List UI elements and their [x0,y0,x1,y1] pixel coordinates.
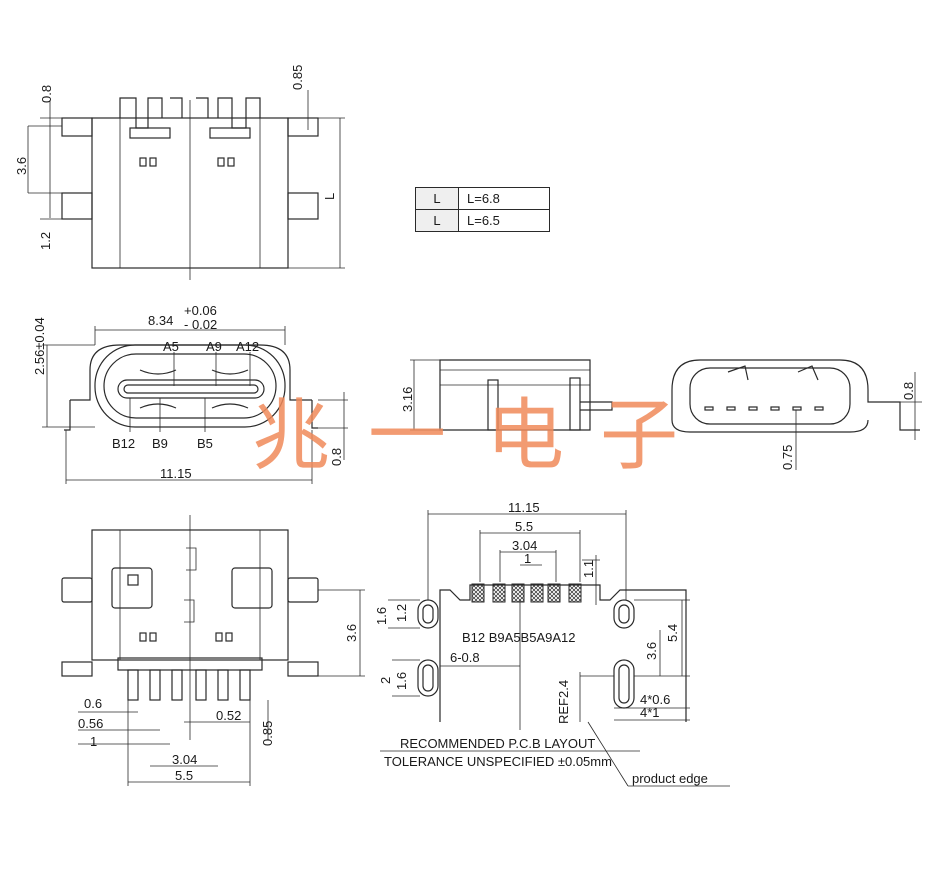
pcb-dim-4-1: 4*1 [640,705,660,720]
front-pin-a12: A12 [236,339,259,354]
watermark-char-1: 兆 [252,391,330,481]
bottom-dim-1: 1 [90,734,97,749]
pcb-tolerance-note: TOLERANCE UNSPECIFIED ±0.05mm [384,754,612,769]
front-dim-0-8: 0.8 [329,448,344,466]
rear-dim-0-75: 0.75 [780,445,795,470]
pcb-dim-1-6: 1.6 [374,607,389,625]
watermark-char-2: 一 [368,391,446,481]
bottom-dim-0-56: 0.56 [78,716,103,731]
top-dim-3-6: 3.6 [14,157,29,175]
pcb-dim-1-6b: 1.6 [394,672,409,690]
pcb-dim-2: 2 [378,677,393,684]
front-dim-11-15: 11.15 [160,466,192,481]
pcb-dim-ref2-4: REF2.4 [556,680,571,724]
front-pin-a9: A9 [206,339,222,354]
pcb-dim-6-0-8: 6-0.8 [450,650,480,665]
pcb-dim-11-15: 11.15 [508,500,540,515]
front-dim-tol-plus: +0.06 [184,303,217,318]
bottom-dim-3-6: 3.6 [344,624,359,642]
top-dim-L: L [322,193,337,200]
pcb-pin-labels: B12 B9A5B5A9A12 [462,630,575,645]
pcb-dim-5-5: 5.5 [515,519,533,534]
pcb-dim-3-6: 3.6 [644,642,659,660]
pcb-dim-1-1: 1.1 [581,560,596,578]
side-view [410,359,613,431]
bottom-view [61,515,365,786]
pcb-pads [471,583,582,603]
watermark: 兆 一 电 子 [252,391,678,481]
top-dim-1-2: 1.2 [38,232,53,250]
top-dim-0-85: 0.85 [290,65,305,90]
front-pin-b9: B9 [152,436,168,451]
pcb-dim-4-0-6: 4*0.6 [640,692,670,707]
length-table-value: L=6.8 [458,187,550,210]
length-table-row: L L=6.8 [415,187,550,210]
bottom-dim-0-85: 0.85 [260,721,275,746]
rear-dim-0-8: 0.8 [901,382,916,400]
front-dim-tol-minus: - 0.02 [184,317,217,332]
watermark-char-4: 子 [600,391,678,481]
pcb-product-edge: product edge [632,771,708,786]
pcb-layout-title: RECOMMENDED P.C.B LAYOUT [400,736,595,751]
front-pin-b5: B5 [197,436,213,451]
pcb-dim-1: 1 [524,551,531,566]
length-table: L L=6.8 L L=6.5 [415,187,550,232]
front-pin-b12: B12 [112,436,135,451]
front-view [42,326,348,484]
side-dim-3-16: 3.16 [400,387,415,412]
length-table-value: L=6.5 [458,209,550,232]
front-dim-8-34: 8.34 [148,313,173,328]
rear-contacts [704,406,824,411]
rear-view [671,359,922,470]
watermark-char-3: 电 [486,391,564,481]
front-pin-a5: A5 [163,339,179,354]
length-table-key: L [415,209,459,232]
bottom-dim-3-04: 3.04 [172,752,197,767]
bottom-dim-0-6: 0.6 [84,696,102,711]
pcb-dim-1-2: 1.2 [394,604,409,622]
top-view [27,90,345,280]
bottom-pins [127,669,251,701]
pcb-dim-3-04: 3.04 [512,538,537,553]
front-dim-2-56: 2.56±0.04 [32,317,47,375]
length-table-key: L [415,187,459,210]
bottom-dim-0-52: 0.52 [216,708,241,723]
pcb-dim-5-4: 5.4 [665,624,680,642]
length-table-row: L L=6.5 [415,209,550,232]
top-dim-0-8: 0.8 [39,85,54,103]
bottom-dim-5-5: 5.5 [175,768,193,783]
pcb-layout [380,510,730,787]
